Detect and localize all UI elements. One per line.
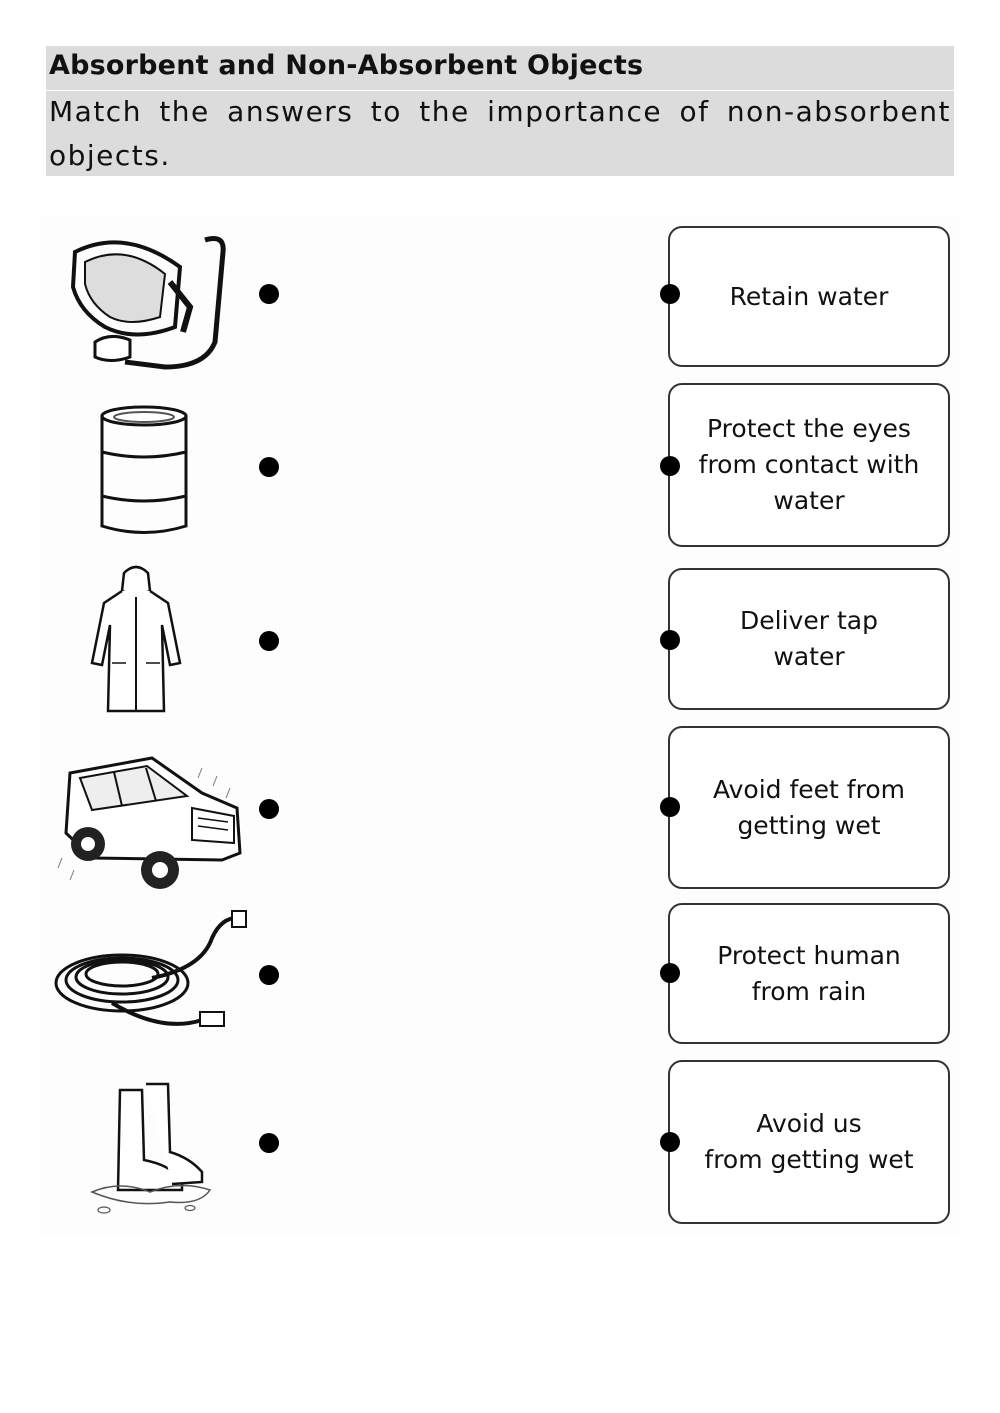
answer-label-4: Avoid feet from getting wet (713, 774, 905, 840)
answer-3-connector-dot[interactable] (660, 630, 680, 650)
answer-2-connector-dot[interactable] (660, 456, 680, 476)
answer-box-2[interactable]: Protect the eyes from contact with water (668, 383, 950, 547)
answer-label-6: Avoid us from getting wet (704, 1109, 914, 1174)
raincoat-icon (86, 563, 186, 719)
item-6-connector-dot[interactable] (259, 1133, 279, 1153)
item-3-connector-dot[interactable] (259, 631, 279, 651)
answer-box-1[interactable]: Retain water (668, 226, 950, 367)
item-2-connector-dot[interactable] (259, 457, 279, 477)
answer-box-5[interactable]: Protect human from rain (668, 903, 950, 1044)
item-5-connector-dot[interactable] (259, 965, 279, 985)
answer-6-connector-dot[interactable] (660, 1132, 680, 1152)
answer-box-4[interactable]: Avoid feet from getting wet (668, 726, 950, 889)
worksheet-title: Absorbent and Non-Absorbent Objects (49, 50, 644, 81)
item-1-connector-dot[interactable] (259, 284, 279, 304)
snorkel-mask-icon (55, 232, 245, 386)
answer-1-connector-dot[interactable] (660, 284, 680, 304)
answer-label-1: Retain water (729, 281, 889, 311)
item-4-connector-dot[interactable] (259, 799, 279, 819)
answer-label-2: Protect the eyes from contact with water (698, 414, 920, 515)
hose-icon (52, 908, 250, 1042)
barrel-icon (98, 404, 190, 543)
answer-box-3[interactable]: Deliver tap water (668, 568, 950, 710)
car-icon (52, 748, 247, 897)
worksheet-header: Absorbent and Non-Absorbent Objects Matc… (46, 46, 954, 176)
rain-boots-icon (90, 1080, 215, 1222)
answer-4-connector-dot[interactable] (660, 797, 680, 817)
worksheet-instruction: Match the answers to the importance of n… (49, 95, 951, 172)
header-divider (46, 90, 954, 91)
answer-label-5: Protect human from rain (717, 940, 901, 1006)
answer-5-connector-dot[interactable] (660, 963, 680, 983)
answer-box-6[interactable]: Avoid us from getting wet (668, 1060, 950, 1224)
answer-label-3: Deliver tap water (740, 606, 878, 671)
